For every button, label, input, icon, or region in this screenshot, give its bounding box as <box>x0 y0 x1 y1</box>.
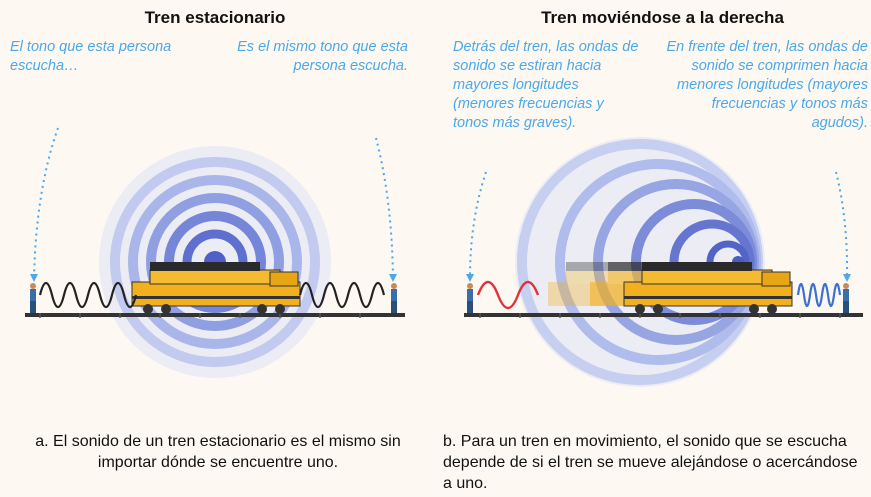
panel-a-note-left: El tono que esta persona escucha… <box>10 39 172 74</box>
arrow-left-a <box>33 127 59 279</box>
panel-a-note-right: Es el mismo tono que esta persona escuch… <box>237 39 408 74</box>
track-b-ties <box>479 313 841 318</box>
train-b <box>623 262 793 314</box>
track-b <box>464 313 863 317</box>
listener-right-a <box>391 283 397 313</box>
wave-high-pitch <box>796 282 842 308</box>
panel-b-caption: b. Para un tren en movimiento, el sonido… <box>443 433 858 492</box>
panel-b-note-right: En frente del tren, las ondas de sonido … <box>666 39 868 131</box>
panel-b-note-left: Detrás del tren, las ondas de sonido se … <box>453 39 639 131</box>
panel-a-title: Tren estacionario <box>144 8 286 27</box>
arrow-right-a <box>375 137 394 279</box>
listener-left-a <box>30 283 36 313</box>
train-a <box>131 262 301 314</box>
track-a <box>25 313 405 317</box>
listener-right-b <box>843 283 849 313</box>
panel-a-caption: a. El sonido de un tren estacionario es … <box>35 433 401 471</box>
wave-right-a <box>298 281 386 309</box>
arrow-left-b <box>469 171 487 279</box>
wave-low-pitch <box>476 280 540 310</box>
arrow-right-b <box>835 171 849 279</box>
panel-b-title: Tren moviéndose a la derecha <box>541 8 784 27</box>
wave-left-a <box>38 281 138 309</box>
listener-left-b <box>467 283 473 313</box>
